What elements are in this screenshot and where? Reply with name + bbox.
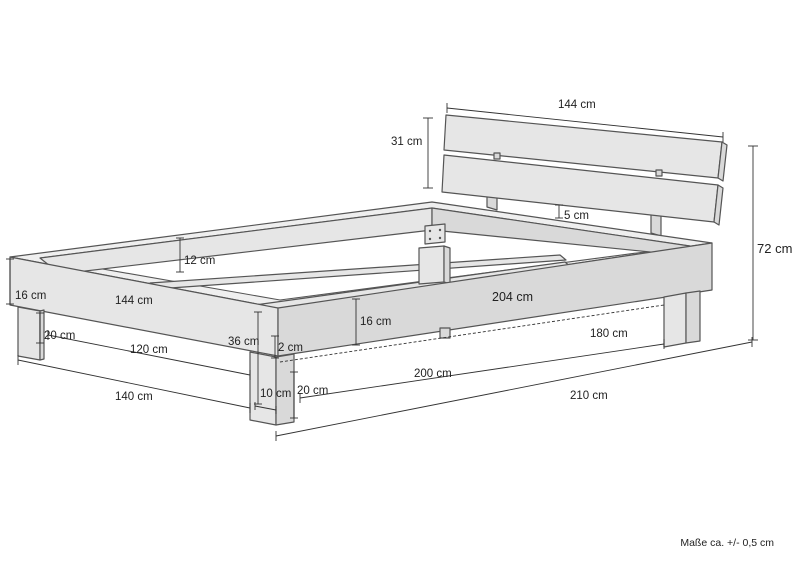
center-support-leg	[418, 245, 445, 285]
label-total-length: 210 cm	[570, 390, 608, 402]
tolerance-note: Maße ca. +/- 0,5 cm	[680, 537, 774, 549]
label-total-width: 140 cm	[115, 391, 153, 403]
label-frame-side-length: 204 cm	[492, 290, 533, 304]
headboard	[441, 114, 728, 237]
label-leg-inset: 2 cm	[278, 342, 303, 354]
bed-frame	[9, 201, 713, 426]
label-frame-inner-height: 12 cm	[184, 255, 215, 267]
label-mattress-length: 200 cm	[414, 368, 452, 380]
label-headboard-width: 144 cm	[558, 99, 596, 111]
label-leg-depth: 10 cm	[260, 388, 291, 400]
label-frame-side-height-left: 16 cm	[15, 290, 46, 302]
label-total-height: 72 cm	[757, 241, 792, 256]
label-frame-front-width: 144 cm	[115, 295, 153, 307]
label-slat-length: 180 cm	[590, 328, 628, 340]
label-headboard-board-height: 31 cm	[391, 136, 422, 148]
label-headboard-gap: 5 cm	[564, 210, 589, 222]
leg-rear-right	[663, 292, 687, 348]
label-leg-width-front: 20 cm	[297, 385, 328, 397]
dimension-labels: 144 cm 31 cm 5 cm 72 cm 12 cm 16 cm 144 …	[15, 99, 792, 403]
label-under-clearance: 36 cm	[228, 336, 259, 348]
dimension-lines	[6, 103, 758, 441]
leg-front-left	[17, 306, 41, 361]
label-leg-width-left: 20 cm	[44, 330, 75, 342]
label-frame-side-height-mid: 16 cm	[360, 316, 391, 328]
frame-side-panel	[277, 242, 713, 357]
label-front-inner-width: 120 cm	[130, 344, 168, 356]
